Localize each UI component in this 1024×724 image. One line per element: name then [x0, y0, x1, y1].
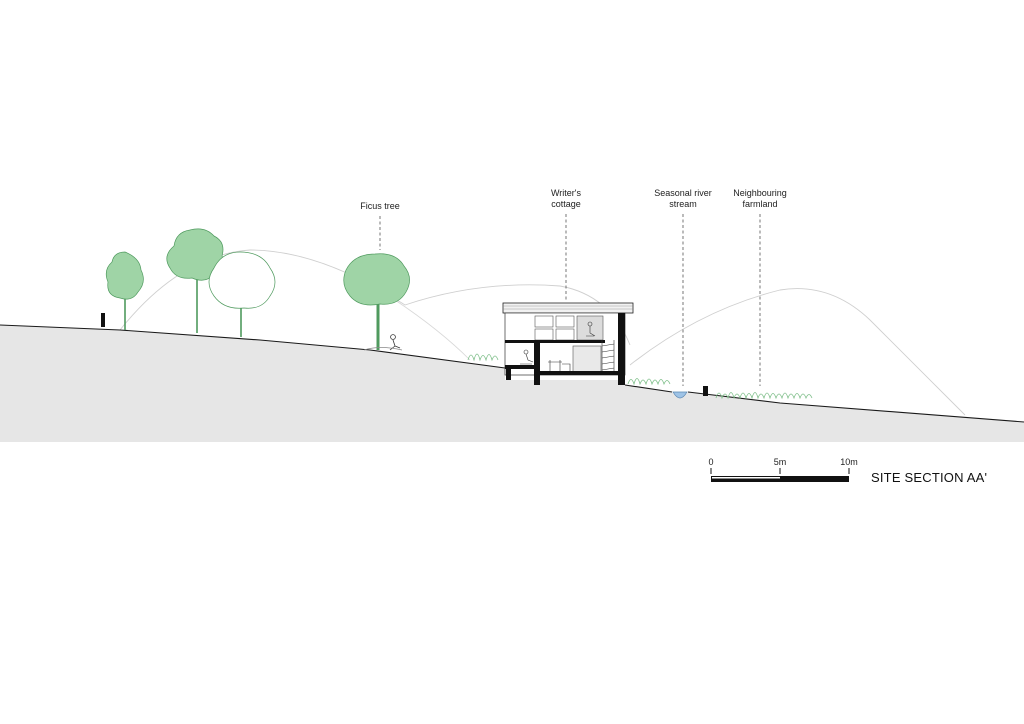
cottage-section	[502, 302, 634, 385]
ficus-label: Ficus tree	[360, 201, 400, 211]
person-figure	[363, 334, 403, 351]
boundary-post-right	[703, 386, 708, 396]
cottage-label-line2: cottage	[551, 199, 581, 209]
scale-tick-0: 0	[708, 457, 713, 467]
river-label-line1: Seasonal river	[654, 188, 712, 198]
tree-tall-left	[166, 228, 225, 333]
farmland-label-line1: Neighbouring	[733, 188, 787, 198]
boundary-post-left	[101, 313, 105, 327]
farmland-label-line2: farmland	[742, 199, 777, 209]
section-title: SITE SECTION AA'	[871, 470, 987, 485]
scale-tick-10m: 10m	[840, 457, 858, 467]
scale-tick-5m: 5m	[774, 457, 787, 467]
shrubs-farmland	[715, 392, 813, 400]
stream-water	[672, 391, 688, 399]
cottage-label-line1: Writer's	[551, 188, 582, 198]
shrubs-stream	[627, 378, 671, 386]
ficus-tree	[343, 253, 410, 350]
river-label-line2: stream	[669, 199, 697, 209]
shrubs-mid	[467, 353, 499, 362]
tree-round-left	[208, 251, 276, 337]
scale-bar	[710, 468, 850, 482]
tree-small-left	[105, 251, 144, 330]
ground-section	[0, 324, 1024, 442]
